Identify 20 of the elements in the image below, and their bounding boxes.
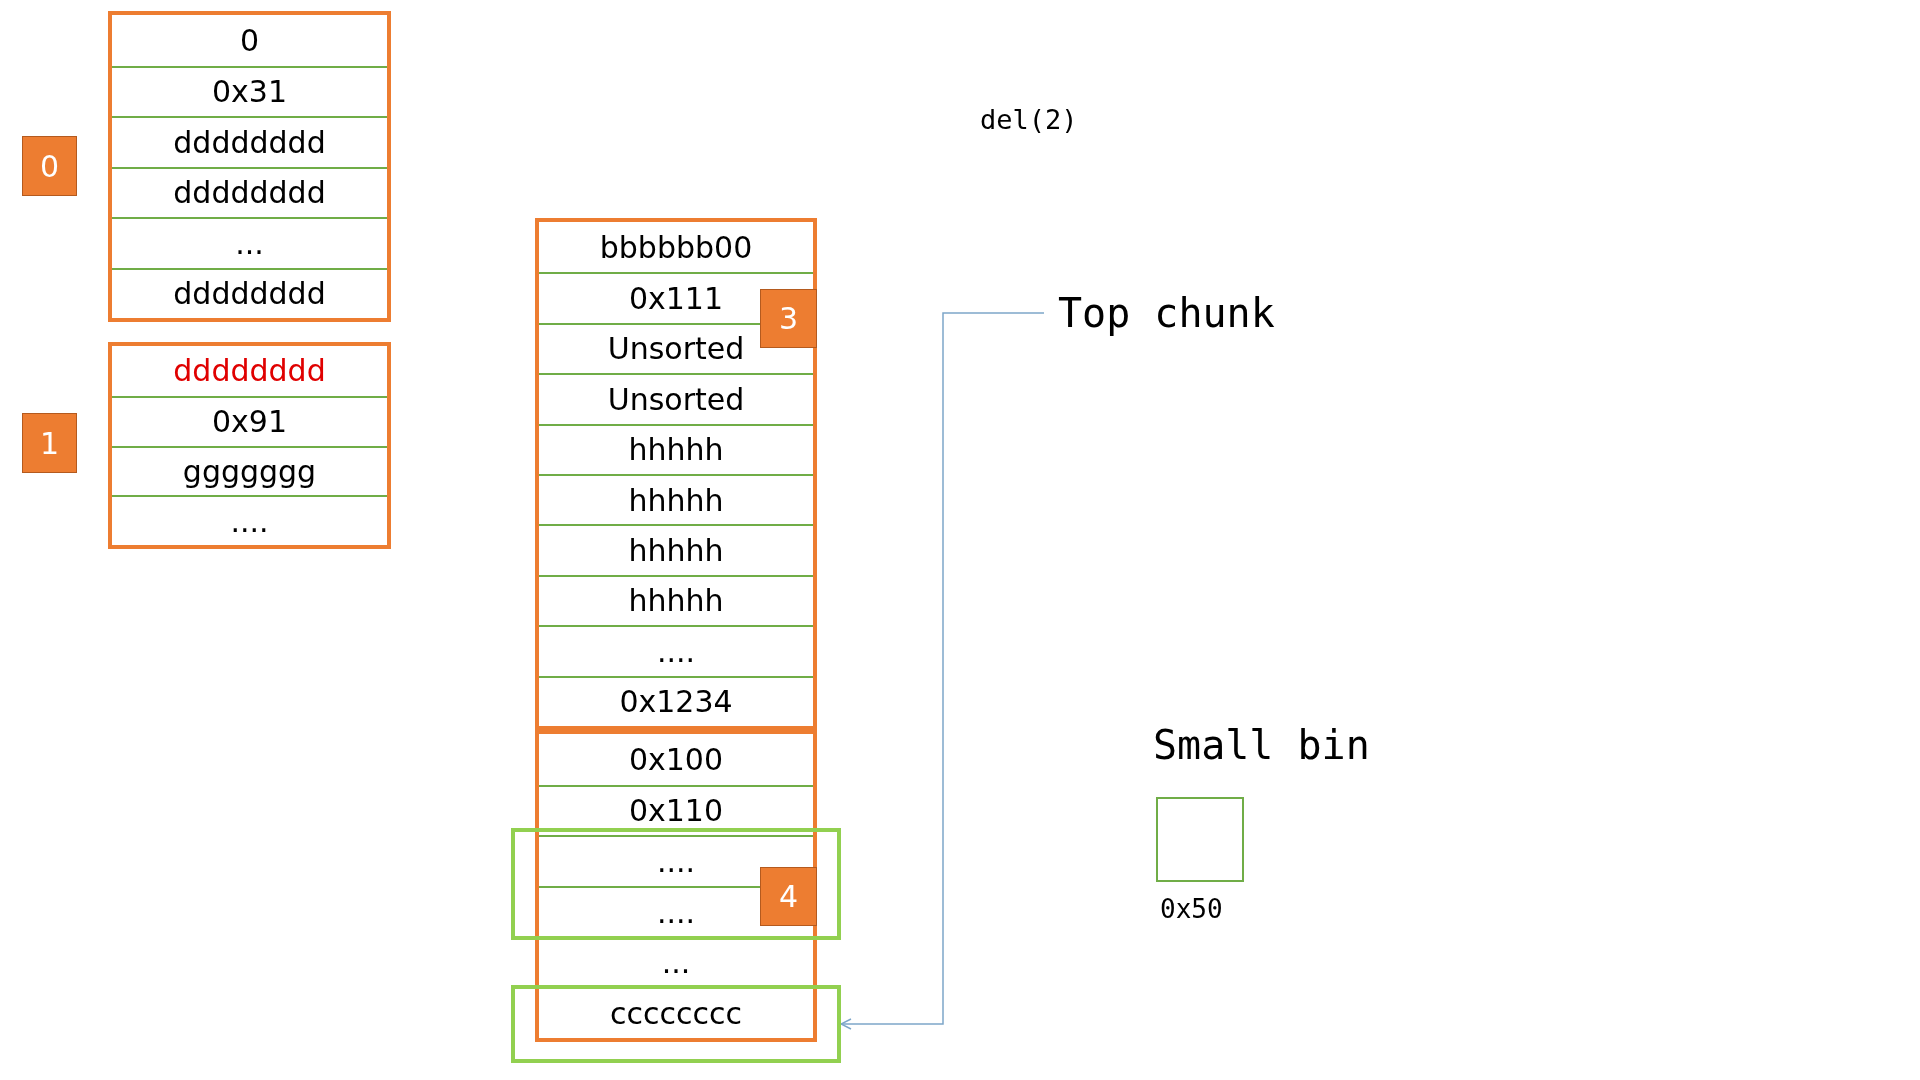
arrow	[840, 312, 1045, 1030]
memory-cell: bbbbbb00	[599, 229, 753, 265]
bin-size-label: 0x50	[1160, 894, 1223, 924]
memory-cell: cccccccc	[610, 996, 742, 1032]
memory-chunk	[535, 218, 817, 730]
index-badge: 1	[22, 413, 77, 473]
index-badge: 4	[760, 867, 817, 926]
memory-cell: 0	[239, 22, 260, 58]
code-label: del(2)	[980, 104, 1078, 135]
highlight-frame	[511, 985, 841, 1063]
memory-chunk	[108, 11, 391, 322]
memory-cell: ....	[656, 844, 696, 880]
index-badge: 0	[22, 136, 77, 196]
highlight-frame	[511, 828, 841, 940]
memory-cell: ....	[656, 894, 696, 930]
chunk-label: Top chunk	[1058, 290, 1275, 336]
bin-heading: Small bin	[1153, 722, 1370, 768]
memory-cell: 0x100	[628, 741, 724, 777]
memory-cell: dddddddd	[173, 353, 326, 389]
bin-slot	[1156, 797, 1244, 882]
